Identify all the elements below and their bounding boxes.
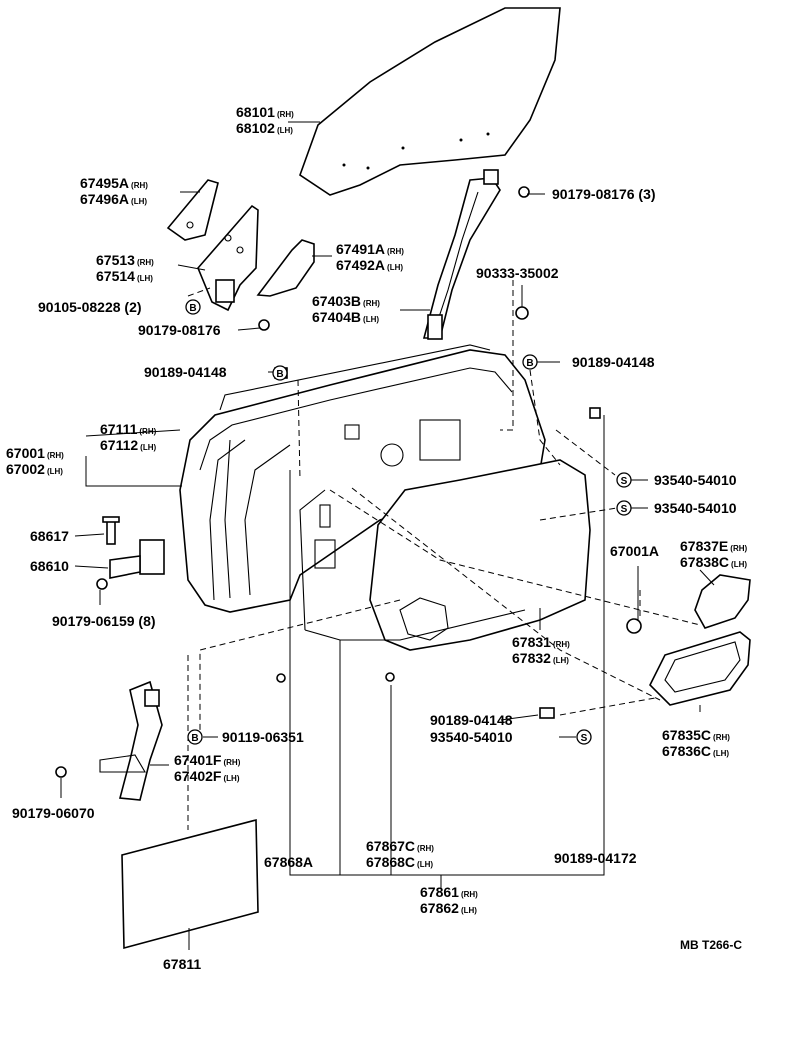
svg-text:67861(RH): 67861(RH): [420, 884, 478, 900]
bolt-symbol-1: B: [185, 299, 201, 315]
label-67835c: 67835C(RH) 67836C(LH): [662, 727, 730, 759]
label-67401f: 67401F(RH) 67402F(LH): [174, 752, 241, 784]
svg-text:S: S: [621, 504, 628, 515]
mirror-bracket: [197, 204, 259, 312]
svg-text:67496A(LH): 67496A(LH): [80, 191, 147, 207]
label-67403b: 67403B(RH) 67404B(LH): [312, 293, 380, 325]
label-67867c: 67867C(RH) 67868C(LH): [366, 838, 434, 870]
svg-text:67513(RH): 67513(RH): [96, 252, 154, 268]
svg-text:67831(RH): 67831(RH): [512, 634, 570, 650]
label-90189-04172: 90189-04172: [554, 850, 637, 866]
label-67495a: 67495A(RH) 67496A(LH): [80, 175, 148, 207]
label-67861: 67861(RH) 67862(LH): [420, 884, 478, 916]
label-68101: 68101(RH) 68102(LH): [236, 104, 294, 136]
label-90119-06351: 90119-06351: [222, 729, 304, 745]
svg-text:67492A(LH): 67492A(LH): [336, 257, 403, 273]
svg-text:67403B(RH): 67403B(RH): [312, 293, 380, 309]
svg-text:67404B(LH): 67404B(LH): [312, 309, 379, 325]
mirror-cover: [256, 239, 315, 297]
screw-symbol-2: S: [616, 500, 632, 516]
label-67491a: 67491A(RH) 67492A(LH): [336, 241, 404, 273]
svg-text:B: B: [189, 303, 196, 314]
bolt-symbol-4: B: [187, 729, 203, 745]
svg-text:S: S: [581, 733, 588, 744]
svg-text:67838C(LH): 67838C(LH): [680, 554, 747, 570]
leader-lines: [60, 121, 715, 950]
label-67868a: 67868A: [264, 854, 313, 870]
label-90179-08176-3: 90179-08176 (3): [552, 186, 656, 202]
svg-text:67402F(LH): 67402F(LH): [174, 768, 240, 784]
label-90189-04148-right: 90189-04148: [572, 354, 655, 370]
label-67837e: 67837E(RH) 67838C(LH): [680, 538, 748, 570]
svg-text:67514(LH): 67514(LH): [96, 268, 153, 284]
armrest: [649, 631, 751, 706]
label-90189-04148-lower: 90189-04148: [430, 712, 513, 728]
bolt-symbol-3: B: [522, 354, 538, 370]
label-68610: 68610: [30, 558, 69, 574]
service-hole-cover: [121, 818, 259, 950]
bolt-symbol-2: B: [272, 365, 288, 381]
window-regulator: [99, 680, 163, 801]
corner-molding: [166, 179, 219, 241]
label-90179-06070: 90179-06070: [12, 805, 95, 821]
svg-text:68102(LH): 68102(LH): [236, 120, 293, 136]
label-93540-54010-mid: 93540-54010: [654, 500, 737, 516]
figure-code: MB T266-C: [680, 938, 742, 952]
label-67831: 67831(RH) 67832(LH): [512, 634, 570, 666]
label-67111: 67111(RH) 67112(LH): [100, 421, 157, 453]
window-frame-channel: [422, 169, 501, 340]
svg-text:67837E(RH): 67837E(RH): [680, 538, 748, 554]
svg-text:67495A(RH): 67495A(RH): [80, 175, 148, 191]
svg-text:67868C(LH): 67868C(LH): [366, 854, 433, 870]
svg-text:B: B: [526, 358, 533, 369]
svg-text:67401F(RH): 67401F(RH): [174, 752, 241, 768]
svg-text:67002(LH): 67002(LH): [6, 461, 63, 477]
handle-bezel: [694, 574, 751, 629]
door-panel: [179, 344, 546, 613]
label-90179-06159: 90179-06159 (8): [52, 613, 156, 629]
svg-text:67001(RH): 67001(RH): [6, 445, 64, 461]
weatherstrip: [299, 489, 526, 641]
svg-text:S: S: [621, 476, 628, 487]
svg-text:67835C(RH): 67835C(RH): [662, 727, 730, 743]
svg-text:67112(LH): 67112(LH): [100, 437, 157, 453]
label-90179-08176: 90179-08176: [138, 322, 221, 338]
door-glass: [299, 7, 561, 196]
svg-text:67111(RH): 67111(RH): [100, 421, 157, 437]
svg-text:67836C(LH): 67836C(LH): [662, 743, 729, 759]
label-67513: 67513(RH) 67514(LH): [96, 252, 154, 284]
svg-text:67862(LH): 67862(LH): [420, 900, 477, 916]
label-90333-35002: 90333-35002: [476, 265, 559, 281]
label-67811: 67811: [163, 956, 201, 972]
svg-text:68101(RH): 68101(RH): [236, 104, 294, 120]
svg-text:B: B: [276, 369, 283, 380]
door-check: [109, 539, 165, 579]
bolt-68617: [102, 516, 120, 545]
svg-text:67832(LH): 67832(LH): [512, 650, 569, 666]
label-93540-54010-top: 93540-54010: [654, 472, 737, 488]
label-67001a: 67001A: [610, 543, 659, 559]
svg-text:67867C(RH): 67867C(RH): [366, 838, 434, 854]
label-93540-54010-lower: 93540-54010: [430, 729, 513, 745]
label-68617: 68617: [30, 528, 69, 544]
label-90105-08228: 90105-08228 (2): [38, 299, 142, 315]
screw-symbol-1: S: [616, 472, 632, 488]
screw-symbol-3: S: [576, 729, 592, 745]
svg-text:B: B: [191, 733, 198, 744]
label-67001: 67001(RH) 67002(LH): [6, 445, 64, 477]
label-90189-04148-left: 90189-04148: [144, 364, 227, 380]
svg-text:67491A(RH): 67491A(RH): [336, 241, 404, 257]
